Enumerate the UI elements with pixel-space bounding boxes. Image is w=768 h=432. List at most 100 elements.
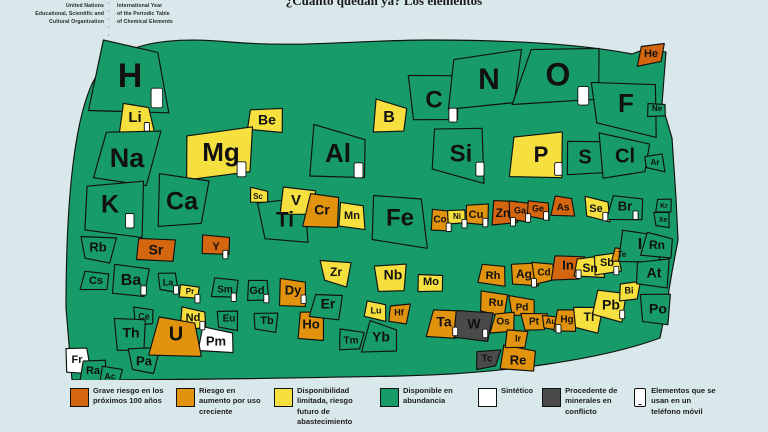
legend-swatch-rising-risk <box>176 388 195 407</box>
phone-marker-Ni <box>461 218 468 229</box>
element-cell-Sr[interactable] <box>135 237 176 262</box>
element-cell-Dy[interactable] <box>278 277 306 308</box>
element-cell-Na[interactable] <box>92 130 162 187</box>
legend-item-abundant[interactable]: Disponible en abundancia <box>380 386 469 407</box>
element-cell-Cl[interactable] <box>598 132 651 179</box>
element-symbol-Ca: Ca <box>166 188 199 216</box>
element-cell-Si[interactable] <box>431 127 485 184</box>
legend-item-synthetic[interactable]: Sintético <box>478 386 533 407</box>
element-cell-Kr[interactable] <box>655 198 672 213</box>
element-cell-Po[interactable] <box>639 293 671 326</box>
unesco-line: of Chemical Elements <box>117 19 173 26</box>
element-cell-As[interactable] <box>550 195 576 217</box>
element-cells <box>65 39 679 380</box>
element-cell-Ar[interactable] <box>644 153 666 173</box>
element-cell-Tb[interactable] <box>253 312 279 333</box>
element-cell-Ca[interactable] <box>157 173 210 227</box>
element-cell-Xe[interactable] <box>653 211 670 229</box>
element-cell-Yb[interactable] <box>360 320 398 353</box>
element-symbol-Ar: Ar <box>651 158 660 167</box>
element-cell-Re[interactable] <box>499 344 536 372</box>
element-cell-Tc[interactable] <box>476 349 502 371</box>
element-symbol-Ga: Ga <box>514 205 527 215</box>
element-cell-Ac[interactable] <box>99 365 124 380</box>
element-cell-Nb[interactable] <box>373 263 407 292</box>
element-cell-Ne[interactable] <box>647 103 666 118</box>
element-cell-Bi[interactable] <box>619 280 642 302</box>
element-cell-Cr[interactable] <box>302 193 340 228</box>
phone-marker-Ta <box>452 326 459 337</box>
element-cell-Hf[interactable] <box>388 303 411 325</box>
element-cell-Ir[interactable] <box>504 329 529 349</box>
phone-marker-K <box>125 213 135 229</box>
element-cell-Y[interactable] <box>201 234 231 256</box>
element-symbol-Zr: Zr <box>330 265 342 279</box>
element-cell-Eu[interactable] <box>216 310 239 332</box>
phone-marker-La <box>173 285 180 295</box>
element-symbol-Ti: Ti <box>276 209 294 232</box>
element-cell-Fe[interactable] <box>371 194 428 249</box>
legend-item-critical-risk[interactable]: Grave riesgo en los próximos 100 años <box>70 386 167 407</box>
unesco-dot: · <box>108 1 110 7</box>
element-cell-Cs[interactable] <box>79 270 110 291</box>
element-cell-Al[interactable] <box>309 123 366 179</box>
legend-item-limited-availability[interactable]: Disponibilidad limitada, riesgo futuro d… <box>274 386 371 428</box>
element-symbol-U: U <box>169 323 183 345</box>
element-symbol-Mg: Mg <box>202 137 240 167</box>
element-cell-Rh[interactable] <box>477 263 506 287</box>
element-symbol-Hg: Hg <box>560 315 573 326</box>
element-cell-Ra[interactable] <box>79 359 107 380</box>
legend-label-conflict-minerals: Procedente de minerales en conflicto <box>565 386 618 416</box>
element-symbol-Zn: Zn <box>496 206 511 220</box>
legend-item-mobile-phone[interactable]: Elementos que se usan en un teléfono móv… <box>634 386 717 417</box>
element-cell-He[interactable] <box>636 42 665 67</box>
element-cell-Er[interactable] <box>308 293 343 321</box>
element-cell-H[interactable] <box>87 39 170 114</box>
element-cell-B[interactable] <box>372 98 408 133</box>
element-cell-At[interactable] <box>635 258 670 289</box>
phone-marker-In <box>575 269 582 279</box>
element-cell-Pt[interactable] <box>520 312 548 331</box>
phone-marker-O <box>577 86 590 106</box>
legend-label-mobile-phone: Elementos que se usan en un teléfono móv… <box>651 386 716 416</box>
phone-marker-Co <box>445 222 452 232</box>
element-symbol-Tb: Tb <box>260 315 274 327</box>
element-symbol-Er: Er <box>321 296 336 312</box>
element-symbol-Po: Po <box>649 301 667 317</box>
element-symbol-Re: Re <box>510 352 527 367</box>
element-cell-U[interactable] <box>148 316 202 357</box>
element-symbol-Fr: Fr <box>72 354 84 366</box>
element-symbol-K: K <box>101 191 119 219</box>
element-symbol-Cs: Cs <box>89 275 103 287</box>
element-cell-Mg[interactable] <box>186 126 254 181</box>
unesco-line: of the Periodic Table <box>117 11 170 18</box>
element-cell-Mn[interactable] <box>338 201 366 231</box>
phone-marker-Au <box>555 323 562 334</box>
element-cell-Pb[interactable] <box>591 289 627 323</box>
element-cell-Lu[interactable] <box>363 300 387 322</box>
unesco-dot: · <box>108 32 110 39</box>
element-cell-F[interactable] <box>590 81 657 138</box>
element-cell-Mo[interactable] <box>417 273 444 293</box>
legend-item-rising-risk[interactable]: Riesgo en aumento por uso creciente <box>176 386 265 417</box>
element-cell-Rn[interactable] <box>640 231 673 259</box>
legend-item-conflict-minerals[interactable]: Procedente de minerales en conflicto <box>542 386 625 417</box>
unesco-line: Cultural Organization <box>49 19 104 26</box>
phone-marker-Al <box>353 162 364 179</box>
element-symbol-Ag: Ag <box>516 267 532 281</box>
element-symbol-Sb: Sb <box>600 257 614 269</box>
element-cell-Tm[interactable] <box>339 328 365 351</box>
element-cell-Zr[interactable] <box>319 259 352 288</box>
element-cell-Pm[interactable] <box>197 326 234 354</box>
element-cell-P[interactable] <box>508 131 563 179</box>
phone-marker-Sm <box>230 292 237 302</box>
element-cell-Rb[interactable] <box>80 235 117 264</box>
phone-marker-Ag <box>530 278 537 288</box>
element-cell-Be[interactable] <box>246 107 283 134</box>
element-symbol-Th: Th <box>122 325 139 341</box>
element-cell-Ba[interactable] <box>111 263 150 298</box>
phone-marker-Pr <box>194 293 201 304</box>
